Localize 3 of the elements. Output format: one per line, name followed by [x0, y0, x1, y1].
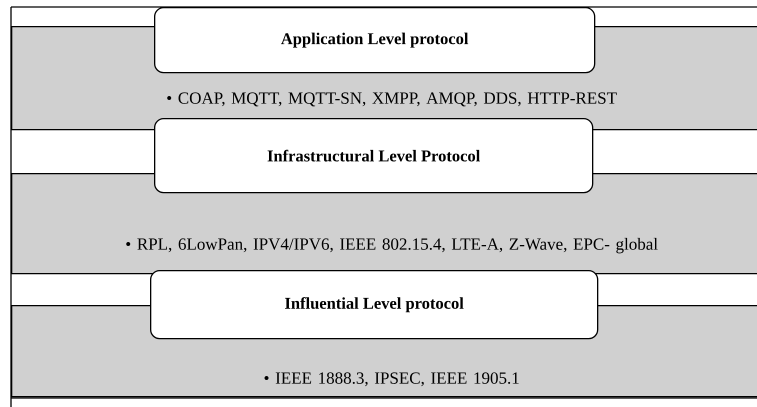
heading-box: Infrastructural Level Protocol	[154, 118, 594, 194]
heading-box: Influential Level protocol	[150, 270, 598, 340]
heading-box: Application Level protocol	[154, 7, 596, 74]
